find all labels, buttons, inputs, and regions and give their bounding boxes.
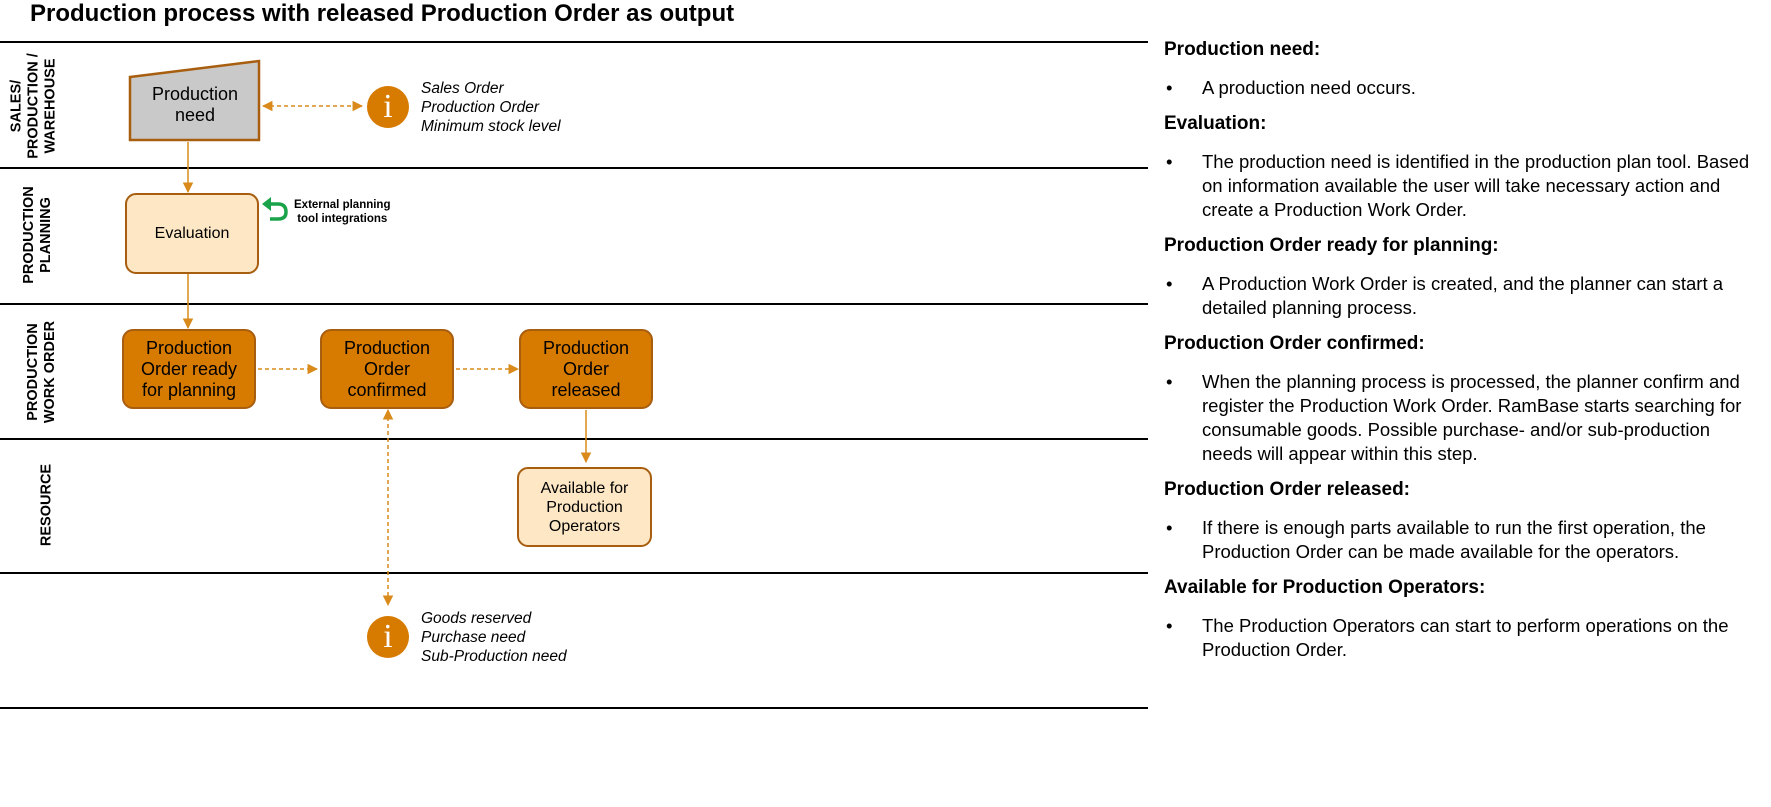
info-icon	[367, 616, 409, 658]
description-section: Production Order ready for planning: •A …	[1164, 234, 1764, 320]
info-icon	[367, 86, 409, 128]
section-title: Available for Production Operators:	[1164, 577, 1486, 598]
section-bullet: •A production need occurs.	[1166, 77, 1416, 98]
info-icon-glyph: i	[383, 88, 393, 125]
page-title: Production process with released Product…	[30, 0, 735, 27]
node-production-need: Production need	[151, 84, 239, 125]
node-available-for-operators: Available for Production Operators	[517, 467, 652, 547]
section-bullet: •When the planning process is processed,…	[1166, 371, 1742, 464]
section-title: Production Order released:	[1164, 479, 1411, 500]
lane-divider	[0, 303, 1148, 305]
description-panel: Production need: •A production need occu…	[1164, 38, 1764, 674]
node-production-order-released: Production Order released	[519, 329, 653, 409]
description-section: Evaluation: •The production need is iden…	[1164, 112, 1764, 222]
description-section: Production Order confirmed: •When the pl…	[1164, 332, 1764, 466]
info-text-top: Sales Order Production Order Minimum sto…	[421, 80, 561, 135]
section-bullet: •If there is enough parts available to r…	[1166, 517, 1706, 562]
section-bullet: •The production need is identified in th…	[1166, 151, 1750, 220]
description-section: Production Order released: •If there is …	[1164, 478, 1764, 564]
return-arrow-icon	[262, 197, 288, 221]
lane-divider	[0, 167, 1148, 169]
section-title: Production Order confirmed:	[1164, 333, 1425, 354]
lane-divider	[0, 438, 1148, 440]
node-production-order-confirmed: Production Order confirmed	[320, 329, 454, 409]
node-production-order-ready: Production Order ready for planning	[122, 329, 256, 409]
description-section: Production need: •A production need occu…	[1164, 38, 1764, 100]
node-evaluation: Evaluation	[125, 193, 259, 274]
lane-divider-top	[0, 41, 1148, 43]
description-section: Available for Production Operators: •The…	[1164, 576, 1764, 662]
section-bullet: •A Production Work Order is created, and…	[1166, 273, 1724, 318]
production-need-shape	[128, 59, 261, 142]
info-icon-glyph: i	[383, 618, 393, 655]
section-title: Production Order ready for planning:	[1164, 235, 1499, 256]
section-title: Evaluation:	[1164, 113, 1267, 134]
lane-divider	[0, 572, 1148, 574]
lane-divider-bottom	[0, 707, 1148, 709]
info-text-bottom: Goods reserved Purchase need Sub-Product…	[421, 610, 567, 665]
section-title: Production need:	[1164, 39, 1321, 60]
section-bullet: •The Production Operators can start to p…	[1166, 615, 1729, 660]
external-integrations-label: External planning tool integrations	[294, 199, 391, 225]
